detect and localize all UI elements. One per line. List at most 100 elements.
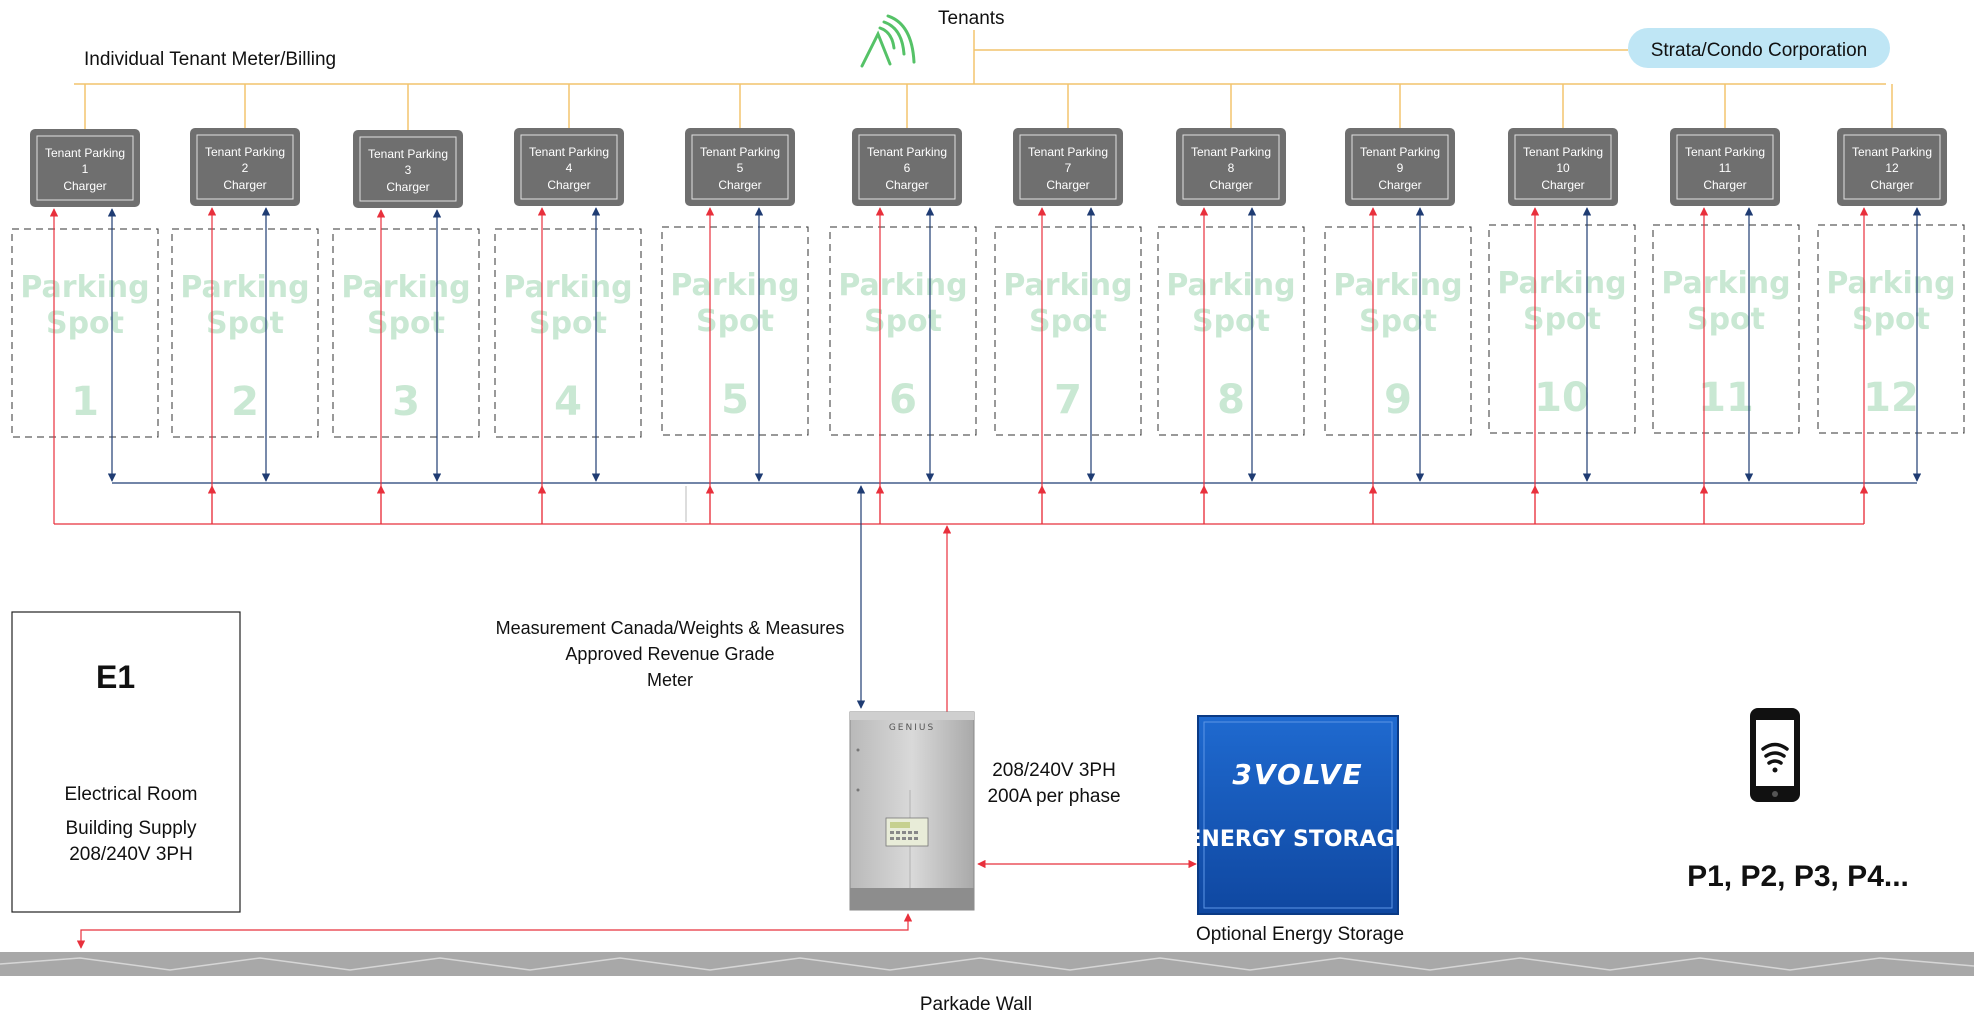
energy-storage-unit: 3VOLVE ENERGY STORAGE <box>1186 715 1410 915</box>
charger-type: Charger <box>1378 178 1421 192</box>
parking-spots-layer: ParkingSpot1ParkingSpot2ParkingSpot3Park… <box>11 224 1965 438</box>
charger-label: Tenant Parking <box>529 145 609 159</box>
meter-caption-line-2: Approved Revenue Grade <box>565 644 774 664</box>
charger-label: Tenant Parking <box>368 147 448 161</box>
spot-line-2: Spot <box>1029 304 1107 339</box>
spot-line-1: Parking <box>503 270 632 305</box>
spot-line-2: Spot <box>206 306 284 341</box>
meter-brand: GENIUS <box>889 723 935 733</box>
charger-number: 5 <box>737 161 744 175</box>
spot-number: 11 <box>1698 375 1754 421</box>
charger-type: Charger <box>718 178 761 192</box>
spot-number: 4 <box>554 379 582 425</box>
electrical-room-line-2: Building Supply <box>66 818 197 839</box>
meter-billing-label: Individual Tenant Meter/Billing <box>84 49 336 70</box>
spot-line-1: Parking <box>1661 266 1790 301</box>
parkade-wall <box>0 952 1974 976</box>
spot-line-2: Spot <box>696 304 774 339</box>
spot-line-1: Parking <box>670 268 799 303</box>
meter-spec-line-1: 208/240V 3PH <box>992 760 1116 781</box>
charger-label: Tenant Parking <box>700 145 780 159</box>
tenants-label: Tenants <box>938 8 1005 29</box>
spot-number: 9 <box>1384 377 1412 423</box>
spot-number: 5 <box>721 377 749 423</box>
charger-type: Charger <box>547 178 590 192</box>
spot-line-1: Parking <box>1826 266 1955 301</box>
charger-number: 1 <box>82 162 89 176</box>
spot-line-1: Parking <box>1497 266 1626 301</box>
spot-line-1: Parking <box>838 268 967 303</box>
charger-label: Tenant Parking <box>1852 145 1932 159</box>
charger-type: Charger <box>223 178 266 192</box>
electrical-room-line-1: Electrical Room <box>64 784 197 805</box>
charger-number: 12 <box>1885 161 1899 175</box>
strata-condo-corporation: Strata/Condo Corporation <box>1628 28 1890 68</box>
spot-line-2: Spot <box>529 306 607 341</box>
spot-line-1: Parking <box>1333 268 1462 303</box>
supply-feed <box>76 913 913 949</box>
electrical-room-box: E1 Electrical Room Building Supply 208/2… <box>11 611 241 913</box>
strata-label: Strata/Condo Corporation <box>1651 40 1868 61</box>
electrical-room-title: E1 <box>96 659 135 695</box>
meter-caption-line-1: Measurement Canada/Weights & Measures <box>496 618 845 638</box>
charger-label: Tenant Parking <box>867 145 947 159</box>
charger-type: Charger <box>1703 178 1746 192</box>
meter-caption-line-3: Meter <box>647 670 693 690</box>
spot-number: 3 <box>392 379 420 425</box>
spot-number: 12 <box>1863 375 1919 421</box>
spot-line-1: Parking <box>20 270 149 305</box>
billing-bus <box>74 30 1893 130</box>
charger-number: 3 <box>405 163 412 177</box>
revenue-meter-cabinet: GENIUS <box>849 711 975 911</box>
charger-number: 10 <box>1556 161 1570 175</box>
wiring-layer <box>49 207 1922 949</box>
charger-label: Tenant Parking <box>1191 145 1271 159</box>
charger-type: Charger <box>885 178 928 192</box>
spot-line-2: Spot <box>1359 304 1437 339</box>
charger-number: 9 <box>1397 161 1404 175</box>
charger-number: 11 <box>1719 161 1732 175</box>
electrical-room-line-3: 208/240V 3PH <box>69 844 193 865</box>
charger-label: Tenant Parking <box>1028 145 1108 159</box>
charger-number: 6 <box>904 161 911 175</box>
charger-label: Tenant Parking <box>1523 145 1603 159</box>
charger-number: 8 <box>1228 161 1235 175</box>
storage-logo: 3VOLVE <box>1232 758 1363 791</box>
charger-number: 4 <box>566 161 573 175</box>
meter-caption: Measurement Canada/Weights & Measures Ap… <box>496 618 845 690</box>
spot-line-2: Spot <box>367 306 445 341</box>
wireless-signal-icon <box>860 14 916 68</box>
charger-number: 2 <box>242 161 249 175</box>
spot-number: 7 <box>1054 377 1082 423</box>
charger-number: 7 <box>1065 161 1072 175</box>
charger-type: Charger <box>386 180 429 194</box>
spot-number: 2 <box>231 379 259 425</box>
spot-number: 1 <box>71 379 99 425</box>
spot-line-2: Spot <box>1192 304 1270 339</box>
spot-line-1: Parking <box>1003 268 1132 303</box>
phone-label: P1, P2, P3, P4... <box>1687 860 1909 893</box>
